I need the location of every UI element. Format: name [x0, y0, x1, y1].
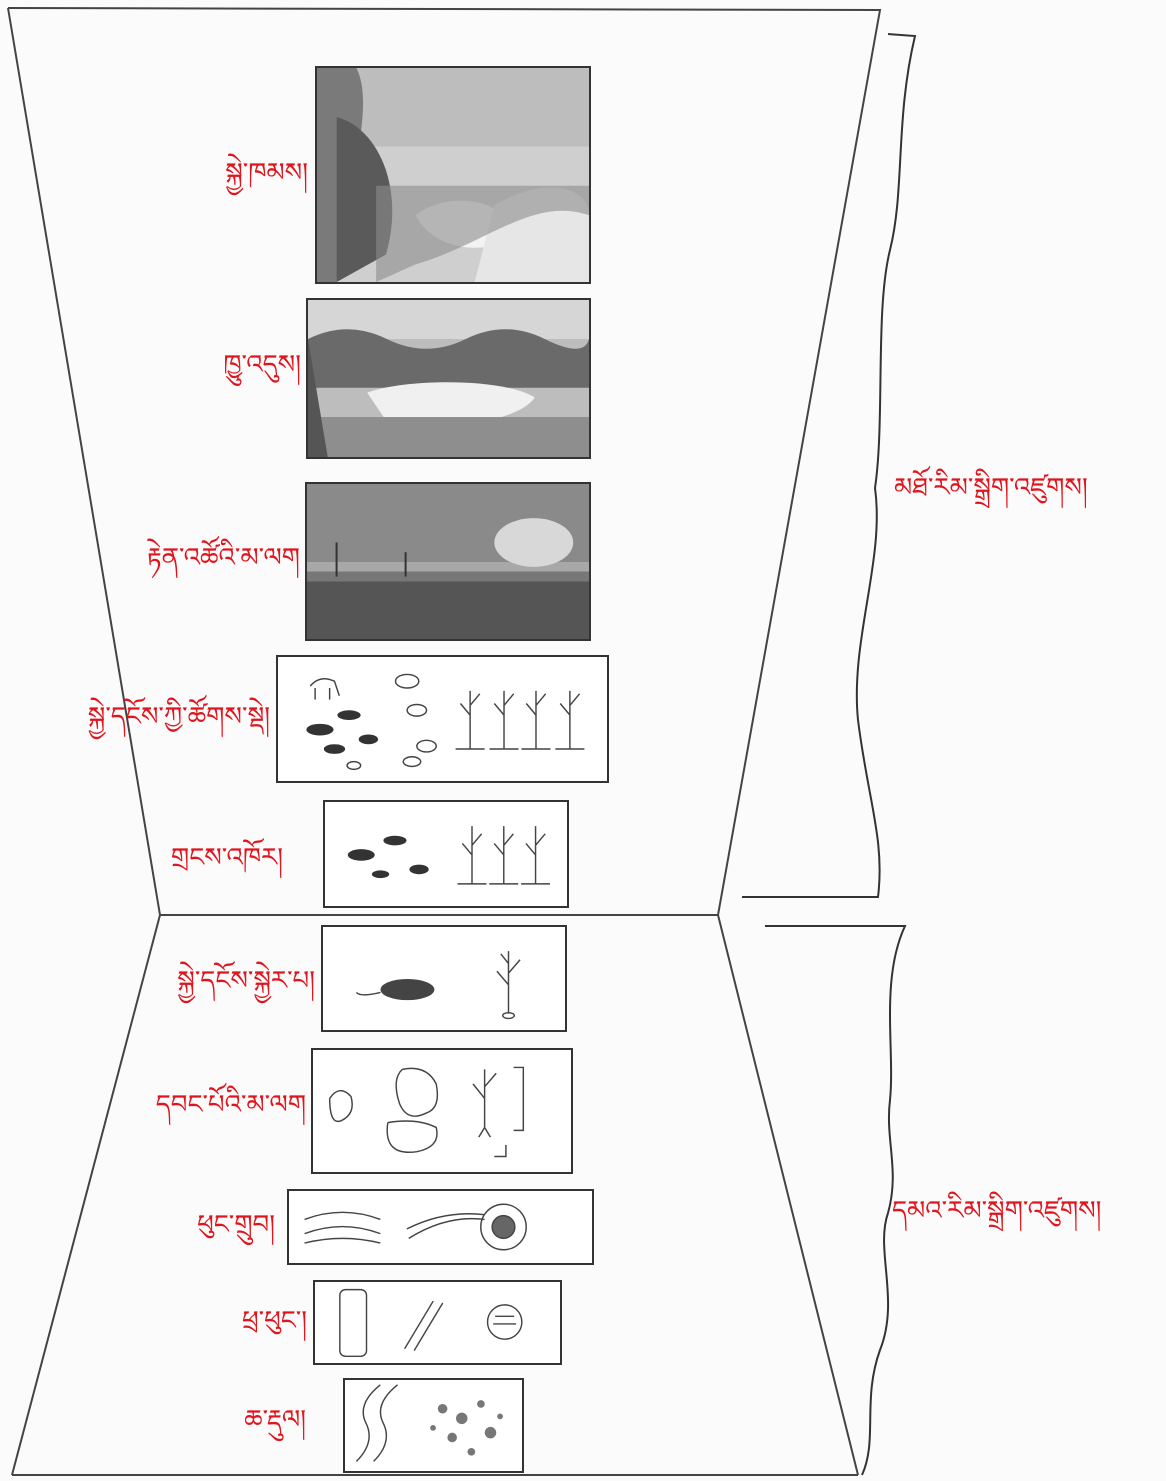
label-population: སྐྱེ་དངོས་ཀྱི་ཚོགས་སྡེ།: [88, 704, 270, 730]
upper-bracket: [742, 34, 915, 897]
label-cell: ཕྲ་ཕུང་།: [242, 1308, 307, 1334]
lower-bracket: [765, 926, 905, 1475]
lower-bracket-label: དམའ་རིམ་སྒྲིག་འཛུགས།: [892, 1198, 1101, 1224]
organ-system-image: [311, 1048, 573, 1174]
cell-image: [313, 1280, 562, 1365]
organism-image: [321, 925, 567, 1032]
community-image: [305, 482, 591, 641]
label-tissue: ཕུང་གྲུབ།: [197, 1212, 275, 1238]
population-image: [276, 655, 609, 783]
label-biosphere: སྐྱེ་ཁམས།: [225, 160, 308, 186]
biosphere-image: [315, 66, 591, 284]
label-ecosystem: ཁྱུ་འདུས།: [223, 352, 301, 378]
tissue-image: [287, 1189, 594, 1265]
label-community: རྟེན་འཚོའི་མ་ལག: [147, 545, 300, 571]
molecule-image: [343, 1378, 524, 1473]
label-organ-system: དབང་པོའི་མ་ལག: [156, 1092, 306, 1118]
species-image: [323, 800, 569, 908]
label-organism: སྐྱེ་དངོས་སྐྱེར་པ།: [177, 968, 315, 994]
upper-bracket-label: མཐོ་རིམ་སྒྲིག་འཛུགས།: [894, 475, 1088, 501]
ecosystem-image: [306, 298, 591, 459]
label-molecule: ཆ་རྡུལ།: [244, 1407, 306, 1433]
label-species: གྲངས་འཁོར།: [171, 845, 283, 871]
